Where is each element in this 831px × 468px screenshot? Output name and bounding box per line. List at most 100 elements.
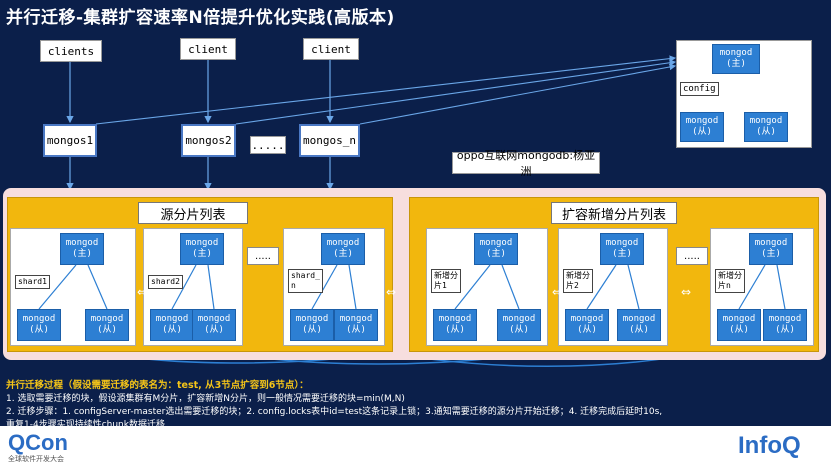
replication-arrows — [738, 264, 786, 310]
mongos-box-n: mongos_n — [299, 124, 360, 157]
replication-arrows — [311, 264, 357, 310]
author-label: oppo互联网mongodb:杨亚洲 — [452, 149, 600, 178]
source-shard-dots: ..... — [247, 247, 279, 265]
secondary-node: mongod (从) — [763, 309, 807, 341]
config-secondary-node-2: mongod (从) — [744, 112, 788, 142]
secondary-node: mongod (从) — [617, 309, 661, 341]
secondary-node: mongod (从) — [717, 309, 761, 341]
primary-node: mongod (主) — [180, 233, 224, 265]
mongos-box-2: mongos2 — [181, 124, 236, 157]
replication-arrow — [454, 264, 491, 310]
secondary-node: mongod (从) — [433, 309, 477, 341]
node-text: mongod (从) — [438, 314, 472, 335]
primary-node: mongod (主) — [600, 233, 644, 265]
process-step-3: 重复1-4步骤实现持续性chunk数据迁移 — [6, 420, 165, 430]
node-text: mongod (主) — [719, 48, 753, 69]
shard-label: shard2 — [148, 275, 183, 289]
shard-box: mongod (主) mongod (从) mongod (从) shard2 — [143, 228, 243, 346]
replication-arrow — [776, 264, 786, 310]
source-panel-title: 源分片列表 — [138, 202, 248, 224]
replication-arrows — [586, 264, 640, 310]
footer: QCon 全球软件开发大会 InfoQ — [0, 426, 831, 468]
shard-box: mongod (主) mongod (从) mongod (从) shard1 — [10, 228, 136, 346]
shard-box: mongod (主) mongod (从) mongod (从) 新增分 片2 — [558, 228, 668, 346]
node-text: mongod (从) — [339, 314, 373, 335]
node-text: mongod (从) — [768, 314, 802, 335]
config-secondary-node-1: mongod (从) — [680, 112, 724, 142]
shard-label: 新增分 片n — [715, 269, 745, 293]
replication-arrow — [171, 264, 197, 310]
node-text: mongod (从) — [749, 116, 783, 137]
replication-arrow — [348, 264, 357, 310]
node-text: mongod (主) — [479, 238, 513, 259]
replication-arrow — [87, 264, 108, 310]
node-text: mongod (主) — [65, 238, 99, 259]
node-text: mongod (主) — [326, 238, 360, 259]
replication-arrow — [501, 264, 520, 310]
shard-box: mongod (主) mongod (从) mongod (从) shard_ n — [283, 228, 385, 346]
secondary-node: mongod (从) — [290, 309, 334, 341]
secondary-node: mongod (从) — [17, 309, 61, 341]
client-box-1: clients — [40, 40, 102, 62]
node-text: mongod (从) — [155, 314, 189, 335]
shard-label: shard_ n — [288, 269, 323, 293]
replication-arrow — [38, 264, 77, 310]
node-text: mongod (主) — [185, 238, 219, 259]
primary-node: mongod (主) — [321, 233, 365, 265]
slide-title: 并行迁移-集群扩容速率N倍提升优化实践(高版本) — [6, 8, 395, 28]
secondary-node: mongod (从) — [334, 309, 378, 341]
client-box-3: client — [303, 38, 359, 60]
node-text: mongod (从) — [622, 314, 656, 335]
shard-link-arrow: ⇔ — [137, 285, 148, 299]
config-label: config — [680, 82, 719, 96]
node-text: mongod (主) — [754, 238, 788, 259]
secondary-node: mongod (从) — [192, 309, 236, 341]
node-text: mongod (从) — [22, 314, 56, 335]
replication-arrows — [171, 264, 215, 310]
config-primary-node: mongod (主) — [712, 44, 760, 74]
process-step-1: 1. 选取需要迁移的块，假设源集群有M分片，扩容新增N分片，则一般情况需要迁移的… — [6, 394, 405, 404]
replication-arrow — [311, 264, 338, 310]
target-panel-title: 扩容新增分片列表 — [551, 202, 677, 224]
node-text: mongod (从) — [197, 314, 231, 335]
qcon-subtitle: 全球软件开发大会 — [8, 455, 64, 463]
replication-arrow — [207, 264, 215, 310]
shard-link-arrow: ⇔ — [552, 285, 563, 299]
secondary-node: mongod (从) — [85, 309, 129, 341]
primary-node: mongod (主) — [749, 233, 793, 265]
node-text: mongod (主) — [605, 238, 639, 259]
secondary-node: mongod (从) — [150, 309, 194, 341]
qcon-text: QCon — [8, 430, 68, 455]
process-step-2: 2. 迁移步骤：1. configServer-master选出需要迁移的块；2… — [6, 407, 663, 417]
replication-arrows — [454, 264, 520, 310]
node-text: mongod (从) — [502, 314, 536, 335]
process-heading: 并行迁移过程（假设需要迁移的表名为：test, 从3节点扩容到6节点）： — [6, 380, 309, 391]
secondary-node: mongod (从) — [565, 309, 609, 341]
replication-arrows — [38, 264, 108, 310]
node-text: mongod (从) — [295, 314, 329, 335]
client-box-2: client — [180, 38, 236, 60]
node-text: mongod (从) — [90, 314, 124, 335]
node-text: mongod (从) — [722, 314, 756, 335]
primary-node: mongod (主) — [60, 233, 104, 265]
node-text: mongod (从) — [570, 314, 604, 335]
shard-box: mongod (主) mongod (从) mongod (从) 新增分 片n — [710, 228, 814, 346]
qcon-logo: QCon 全球软件开发大会 — [8, 430, 68, 464]
replication-arrow — [586, 264, 617, 310]
shard-link-arrow: ⇔ — [681, 285, 692, 299]
shard-box: mongod (主) mongod (从) mongod (从) 新增分 片1 — [426, 228, 548, 346]
mongos-dots: ..... — [250, 136, 286, 154]
primary-node: mongod (主) — [474, 233, 518, 265]
secondary-node: mongod (从) — [497, 309, 541, 341]
shard-link-arrow: ⇔ — [386, 285, 397, 299]
infoq-logo: InfoQ — [738, 432, 801, 459]
shard-label: 新增分 片2 — [563, 269, 593, 293]
node-text: mongod (从) — [685, 116, 719, 137]
shard-label: shard1 — [15, 275, 50, 289]
replication-arrow — [627, 264, 640, 310]
replication-arrow — [738, 264, 766, 310]
shard-label: 新增分 片1 — [431, 269, 461, 293]
mongos-box-1: mongos1 — [43, 124, 97, 157]
target-shard-dots: ..... — [676, 247, 708, 265]
